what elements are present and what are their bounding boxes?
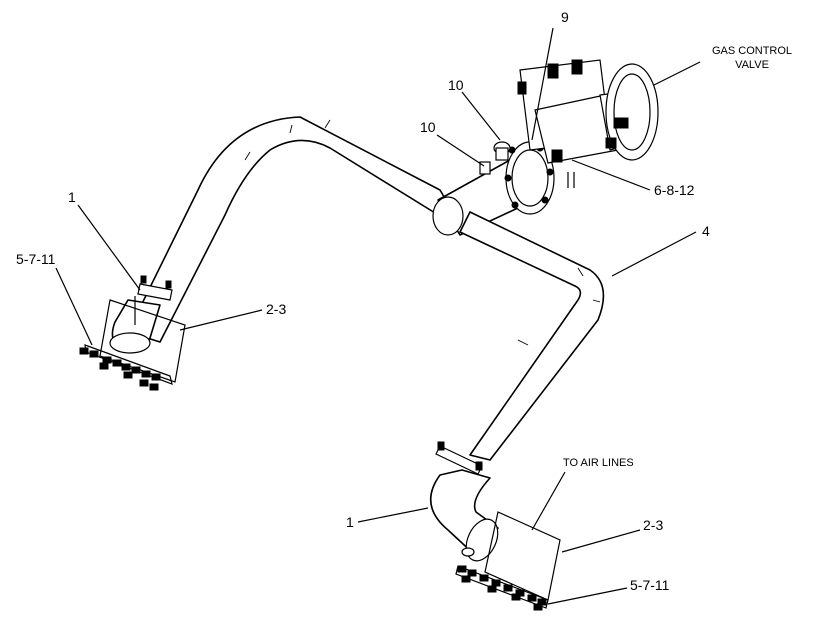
small-fitting-lower	[479, 161, 491, 175]
label-2-3-left: 2-3	[266, 301, 287, 317]
label-1-bottom: 1	[346, 514, 354, 530]
leader-lines	[55, 27, 701, 605]
label-10-lower: 10	[420, 119, 436, 135]
label-2-3-bottom: 2-3	[643, 517, 664, 533]
upper-left-pipe	[127, 116, 453, 343]
small-fitting-upper	[493, 141, 511, 161]
label-to-air-lines: TO AIR LINES	[563, 457, 634, 469]
left-bolt-row	[79, 347, 161, 391]
label-6-8-12: 6-8-12	[654, 182, 695, 198]
bottom-manifold-box	[455, 511, 561, 609]
left-coupling	[137, 275, 173, 301]
label-valve: VALVE	[735, 59, 769, 71]
label-10-upper: 10	[448, 77, 464, 93]
label-5-7-11-left: 5-7-11	[16, 251, 56, 267]
label-4: 4	[702, 223, 710, 239]
right-pipe	[459, 211, 605, 461]
label-5-7-11-bottom: 5-7-11	[630, 577, 670, 593]
label-gas-control: GAS CONTROL	[711, 45, 793, 57]
label-1-left: 1	[68, 189, 76, 205]
tee-fitting	[432, 141, 555, 236]
left-elbow	[109, 296, 161, 354]
bottom-bolt-row	[457, 547, 547, 611]
label-9: 9	[561, 9, 569, 25]
